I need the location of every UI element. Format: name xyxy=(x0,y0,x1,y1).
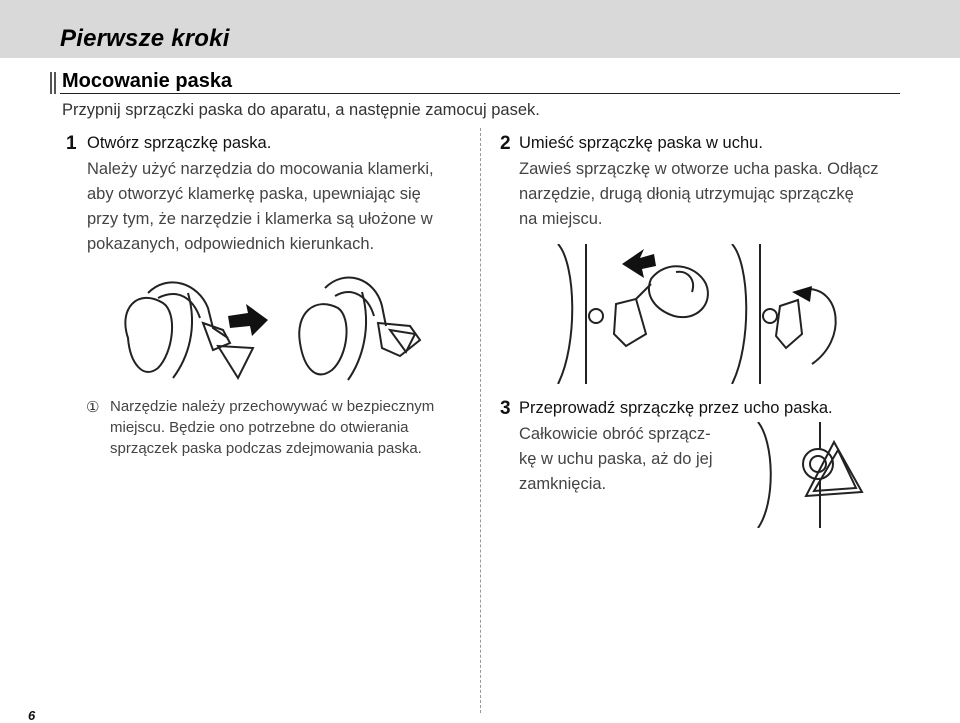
step-2-title: Umieść sprzączkę paska w uchu. xyxy=(519,134,763,152)
column-divider xyxy=(480,128,481,713)
step-2-line: na miejscu. xyxy=(519,210,603,228)
step-1-illustration-b xyxy=(298,276,422,381)
step-3-title: Przeprowadź sprzączkę przez ucho paska. xyxy=(519,399,833,417)
header-band xyxy=(0,0,960,58)
step-1-line: przy tym, że narzędzie i klamerka są uło… xyxy=(87,210,433,228)
section-title: Mocowanie paska xyxy=(62,70,233,92)
note-line: sprzączek paska podczas zdejmowania pask… xyxy=(110,440,422,457)
step-3-illustration xyxy=(757,422,864,528)
section-marker xyxy=(50,72,56,94)
step-1-line: pokazanych, odpowiednich kierunkach. xyxy=(87,235,375,253)
step-1-title: Otwórz sprzączkę paska. xyxy=(87,134,272,152)
step-3-line: kę w uchu paska, aż do jej xyxy=(519,450,713,468)
step-3-number: 3 xyxy=(500,398,511,419)
section-intro: Przypnij sprzączki paska do aparatu, a n… xyxy=(62,101,540,119)
step-3-line: Całkowicie obróć sprzącz- xyxy=(519,425,711,443)
step-2-body: Zawieś sprzączkę w otworze ucha paska. O… xyxy=(519,157,878,232)
step-2-illustration-a xyxy=(557,244,709,384)
step-2-number: 2 xyxy=(500,133,511,154)
chapter-title: Pierwsze kroki xyxy=(60,25,230,52)
step-1-line: aby otworzyć klamerkę paska, upewniając … xyxy=(87,185,421,203)
step-1-line: Należy użyć narzędzia do mocowania klame… xyxy=(87,160,434,178)
step-1-illustration-a xyxy=(124,281,268,381)
step-3-line: zamknięcia. xyxy=(519,475,607,493)
note-text: Narzędzie należy przechowywać w bezpiecz… xyxy=(110,396,470,459)
step-1-number: 1 xyxy=(66,133,77,154)
step-2-line: Zawieś sprzączkę w otworze ucha paska. O… xyxy=(519,160,879,178)
caution-icon: ① xyxy=(86,399,100,416)
note-line: miejscu. Będzie ono potrzebne do otwiera… xyxy=(110,419,409,436)
step-2-illustration-b xyxy=(731,244,837,384)
page-number: 6 xyxy=(28,708,36,723)
step-3-body: Całkowicie obróć sprzącz- kę w uchu pask… xyxy=(519,422,713,497)
note-line: Narzędzie należy przechowywać w bezpiecz… xyxy=(110,398,435,415)
step-1-body: Należy użyć narzędzia do mocowania klame… xyxy=(87,157,434,257)
step-2-line: narzędzie, drugą dłonią utrzymując sprzą… xyxy=(519,185,854,203)
section-rule xyxy=(60,93,900,94)
